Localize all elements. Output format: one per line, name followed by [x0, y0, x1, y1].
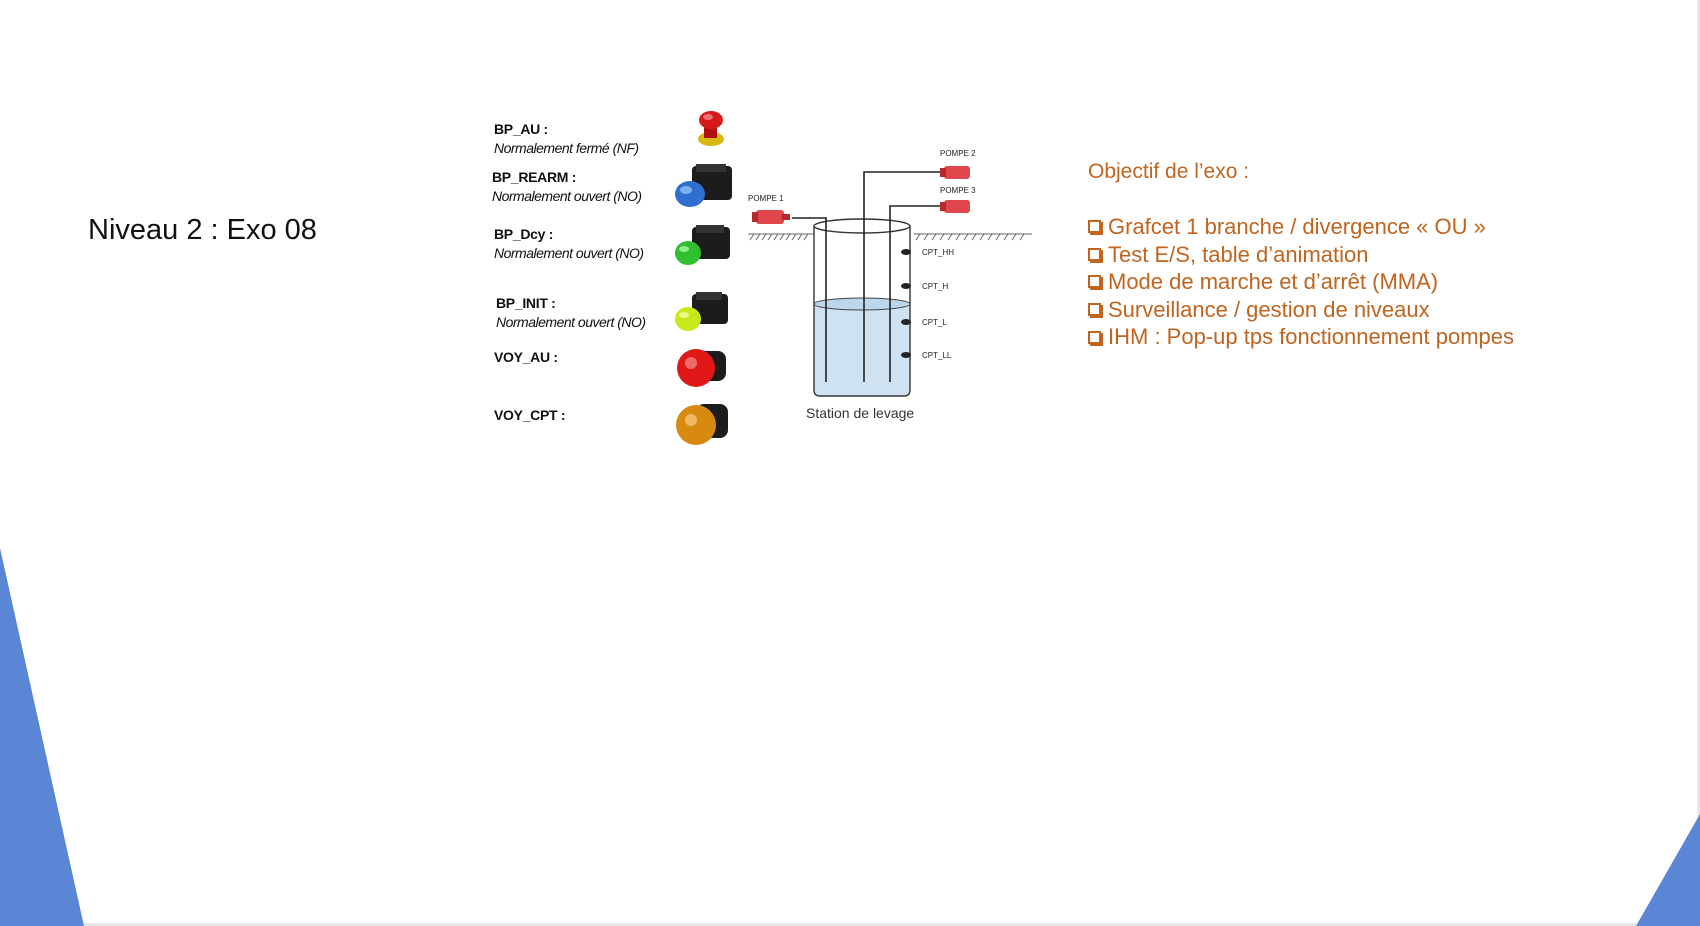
cpt-indicator-light-icon — [676, 404, 728, 445]
rearm-push-button-icon — [675, 164, 732, 207]
objective-text: IHM : Pop-up tps fonctionnement pompes — [1108, 324, 1514, 350]
pump-label-1: POMPE 1 — [748, 194, 784, 203]
slide-right-border — [1697, 0, 1700, 926]
io-name: BP_Dcy : — [494, 226, 554, 242]
au-indicator-light-icon — [677, 349, 726, 387]
ground-left — [748, 233, 814, 241]
station-caption: Station de levage — [806, 405, 914, 421]
objective-text: Test E/S, table d’animation — [1108, 241, 1369, 267]
io-name: VOY_CPT : — [494, 407, 566, 423]
slide-bottom-border — [0, 923, 1700, 926]
io-label-bp-rearm: BP_REARM : Normalement ouvert (NO) — [492, 169, 642, 204]
io-description: Normalement ouvert (NO) — [496, 314, 646, 330]
io-name: VOY_AU : — [494, 349, 558, 365]
io-name: BP_INIT : — [496, 295, 556, 311]
io-label-bp-dcy: BP_Dcy : Normalement ouvert (NO) — [494, 226, 644, 261]
objective-item: Test E/S, table d’animation — [1088, 241, 1514, 269]
objective-item: Surveillance / gestion de niveaux — [1088, 296, 1514, 324]
io-description: Normalement ouvert (NO) — [494, 245, 644, 261]
tank-top — [813, 218, 911, 234]
checkbox-bullet-icon — [1088, 330, 1101, 344]
sensor-label-cpt-ll: CPT_LL — [922, 351, 952, 360]
checkbox-bullet-icon — [1088, 303, 1101, 317]
io-label-voy-cpt: VOY_CPT : — [494, 407, 566, 423]
checkbox-bullet-icon — [1088, 220, 1101, 234]
level-sensors — [901, 249, 911, 358]
io-description: Normalement ouvert (NO) — [492, 188, 642, 204]
io-label-bp-au: BP_AU : Normalement fermé (NF) — [494, 121, 639, 156]
left-corner-decoration — [0, 548, 84, 926]
io-name: BP_AU : — [494, 121, 548, 137]
objective-text: Surveillance / gestion de niveaux — [1108, 296, 1430, 322]
slide-title: Niveau 2 : Exo 08 — [88, 214, 317, 246]
objective-item: IHM : Pop-up tps fonctionnement pompes — [1088, 323, 1514, 351]
tank-water — [814, 304, 910, 396]
pump-2-icon — [940, 166, 970, 179]
objective-text: Grafcet 1 branche / divergence « OU » — [1108, 214, 1486, 239]
pump-pipes — [792, 171, 944, 382]
water-surface — [813, 297, 911, 311]
objective-list: Grafcet 1 branche / divergence « OU » Te… — [1088, 213, 1514, 351]
io-label-bp-init: BP_INIT : Normalement ouvert (NO) — [496, 295, 646, 330]
init-push-button-icon — [675, 292, 728, 331]
objective-item: Grafcet 1 branche / divergence « OU » — [1088, 213, 1514, 241]
pump-label-2: POMPE 2 — [940, 149, 976, 158]
io-label-voy-au: VOY_AU : — [494, 349, 558, 365]
pump-3-icon — [940, 200, 970, 213]
io-description: Normalement fermé (NF) — [494, 140, 639, 156]
dcy-push-button-icon — [675, 225, 730, 265]
checkbox-bullet-icon — [1088, 275, 1101, 289]
io-name: BP_REARM : — [492, 169, 577, 185]
checkbox-bullet-icon — [1088, 247, 1101, 261]
right-corner-decoration — [1636, 814, 1700, 926]
ground-right — [914, 233, 1032, 241]
sensor-label-cpt-l: CPT_L — [922, 318, 947, 327]
sensor-label-cpt-h: CPT_H — [922, 282, 948, 291]
emergency-stop-button-icon — [698, 111, 724, 146]
objective-title: Objectif de l’exo : — [1088, 160, 1250, 183]
sensor-label-cpt-hh: CPT_HH — [922, 248, 954, 257]
tank-wall — [813, 226, 911, 397]
objective-text: Mode de marche et d’arrêt (MMA) — [1108, 269, 1439, 295]
pump-label-3: POMPE 3 — [940, 186, 976, 195]
objective-item: Mode de marche et d’arrêt (MMA) — [1088, 268, 1514, 296]
pump-1-icon — [752, 210, 790, 224]
lifting-station-diagram: CPT_HH CPT_H CPT_L CPT_LL POMPE 1 POMPE … — [748, 149, 1032, 421]
